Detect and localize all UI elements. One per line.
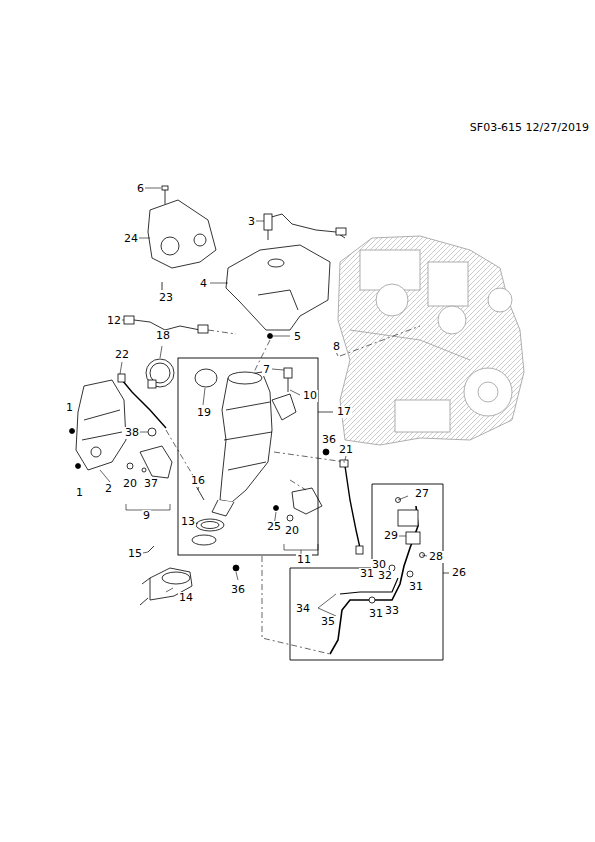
callout-number: 11 [296, 554, 312, 566]
callout-number: 9 [142, 510, 151, 522]
callout-number: 2 [104, 483, 113, 495]
callout-number: 24 [123, 233, 139, 245]
callout-number: 20 [284, 525, 300, 537]
callout-number: 27 [414, 488, 430, 500]
callout-number: 28 [428, 551, 444, 563]
callout-number: 8 [332, 341, 341, 353]
callout-number: 21 [338, 444, 354, 456]
callout-number: 34 [295, 603, 311, 615]
callout-number: 5 [293, 331, 302, 343]
callout-number: 18 [155, 330, 171, 342]
callout-number: 6 [136, 183, 145, 195]
callout-number: 7 [262, 364, 271, 376]
callout-number: 13 [180, 516, 196, 528]
callout-number: 31 [359, 568, 375, 580]
callout-number: 35 [320, 616, 336, 628]
callout-number: 17 [336, 406, 352, 418]
callout-number: 36 [230, 584, 246, 596]
callout-number: 29 [383, 530, 399, 542]
callout-number: 36 [321, 434, 337, 446]
callout-number: 15 [127, 548, 143, 560]
engine-figure [338, 236, 524, 445]
callout-number: 20 [122, 478, 138, 490]
leader-lines [70, 188, 427, 616]
callout-number: 4 [199, 278, 208, 290]
callout-number: 1 [65, 402, 74, 414]
callout-number: 38 [124, 427, 140, 439]
callout-number: 31 [368, 608, 384, 620]
callout-number: 14 [178, 592, 194, 604]
callout-number: 23 [158, 292, 174, 304]
callout-number: 19 [196, 407, 212, 419]
callout-number: 1 [75, 487, 84, 499]
drawing-number: SF03-615 12/27/2019 [469, 122, 590, 134]
phantom-lines [166, 326, 420, 654]
callout-number: 22 [114, 349, 130, 361]
callout-number: 37 [143, 478, 159, 490]
callout-number: 25 [266, 521, 282, 533]
callout-number: 16 [190, 475, 206, 487]
callout-number: 33 [384, 605, 400, 617]
callout-number: 32 [377, 570, 393, 582]
parts [70, 186, 425, 654]
callout-number: 3 [247, 216, 256, 228]
callout-number: 31 [408, 581, 424, 593]
callout-number: 10 [302, 390, 318, 402]
callout-number: 26 [451, 567, 467, 579]
callout-number: 12 [106, 315, 122, 327]
